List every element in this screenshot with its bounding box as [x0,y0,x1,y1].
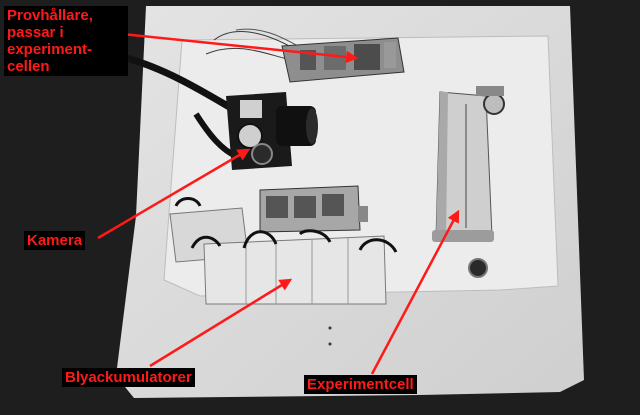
battery-cable [174,197,202,207]
board-dot [328,326,332,330]
sample-holder [281,37,405,83]
board-dot [328,342,332,346]
experiment-cell [432,86,505,278]
label-provhallare: Provhållare, passar i experiment- cellen [4,6,128,76]
battery-cable [298,229,332,243]
arrow-blyackumulatorer [149,278,293,368]
label-blyackumulatorer: Blyackumulatorer [62,368,195,387]
arrow-kamera [97,148,251,240]
wire [235,28,299,47]
lead-batteries [169,207,387,305]
battery-cable [190,235,222,249]
arrow-experimentcell [370,209,460,375]
battery-cable [358,238,398,253]
battery-cable [242,230,278,249]
circuit-board [259,185,368,233]
label-experimentcell: Experimentcell [304,375,417,394]
arrow-provhallare [121,32,359,64]
label-kamera: Kamera [24,231,86,250]
